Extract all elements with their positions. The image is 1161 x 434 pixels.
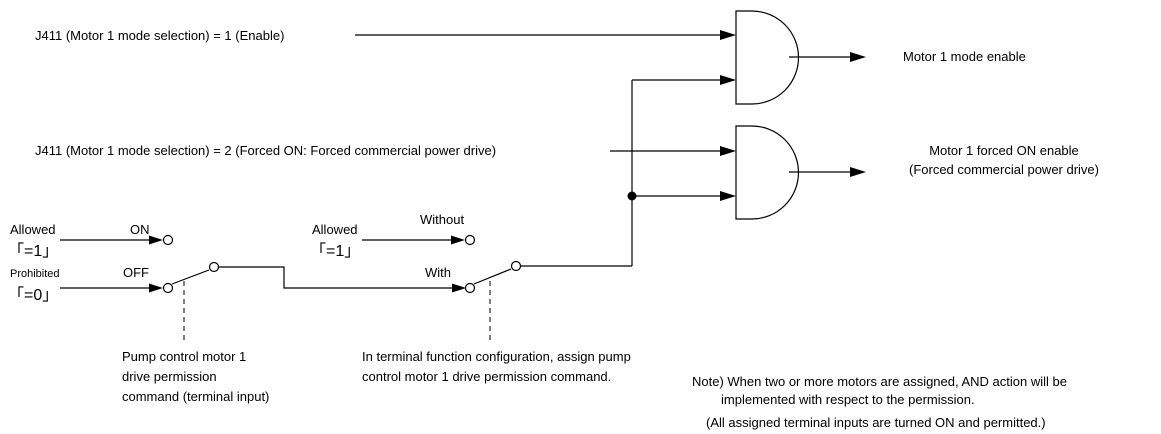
- junction-dot: [627, 191, 637, 201]
- and-gate-1: [735, 10, 800, 105]
- permission-to-gate2-arrow: [720, 191, 736, 201]
- mode-enable-output-arrow: [850, 52, 866, 62]
- switch1-on-arrow: [149, 235, 163, 245]
- switch2-allowed-value: 「=1」: [310, 242, 360, 260]
- enable-signal-arrow: [720, 30, 736, 40]
- forced-output-arrow: [850, 167, 866, 177]
- switch1-blade: [171, 269, 210, 285]
- switch1-prohibited-value: 「=0」: [8, 286, 58, 304]
- switch1-on-label: ON: [130, 222, 150, 237]
- switch1-caption-line1: Pump control motor 1: [122, 349, 246, 364]
- switch2-caption-line1: In terminal function configuration, assi…: [362, 349, 631, 364]
- switch1-caption-line2: drive permission: [122, 369, 217, 384]
- switch2-with-terminal: [464, 282, 476, 294]
- note-line1: Note) When two or more motors are assign…: [692, 374, 1067, 389]
- output-mode-enable-label: Motor 1 mode enable: [903, 49, 1026, 64]
- and-gate-2: [735, 125, 800, 220]
- switch1-pivot: [208, 261, 220, 273]
- note-line2: implemented with respect to the permissi…: [721, 392, 975, 407]
- switch1-off-label: OFF: [123, 265, 149, 280]
- switch2-blade: [473, 268, 512, 285]
- forced-signal-arrow: [720, 146, 736, 156]
- switch2-without-arrow: [451, 235, 465, 245]
- switch2-without-terminal: [464, 234, 476, 246]
- switch2-caption-line2: control motor 1 drive permission command…: [362, 369, 611, 384]
- switch2-without-label: Without: [420, 212, 464, 227]
- note-line3: (All assigned terminal inputs are turned…: [706, 415, 1046, 430]
- switch1-allowed-value: 「=1」: [8, 242, 58, 260]
- input-enable-label: J411 (Motor 1 mode selection) = 1 (Enabl…: [35, 28, 284, 43]
- switch1-to-switch2-line: [219, 266, 457, 289]
- permission-to-gate1-arrow: [720, 75, 736, 85]
- switch2-pivot: [510, 260, 522, 272]
- switch1-off-arrow: [149, 283, 163, 293]
- switch1-on-terminal: [162, 234, 174, 246]
- switch2-with-label: With: [425, 265, 451, 280]
- switch1-caption-line3: command (terminal input): [122, 389, 269, 404]
- output-forced-line2: (Forced commercial power drive): [909, 162, 1099, 177]
- output-forced-line1: Motor 1 forced ON enable: [929, 143, 1079, 158]
- switch1-allowed-label: Allowed: [10, 222, 56, 237]
- switch2-allowed-label: Allowed: [312, 222, 358, 237]
- switch2-with-arrow: [452, 283, 466, 293]
- switch1-off-terminal: [162, 282, 174, 294]
- switch1-prohibited-label: Prohibited: [10, 268, 60, 280]
- input-forced-on-label: J411 (Motor 1 mode selection) = 2 (Force…: [35, 143, 496, 158]
